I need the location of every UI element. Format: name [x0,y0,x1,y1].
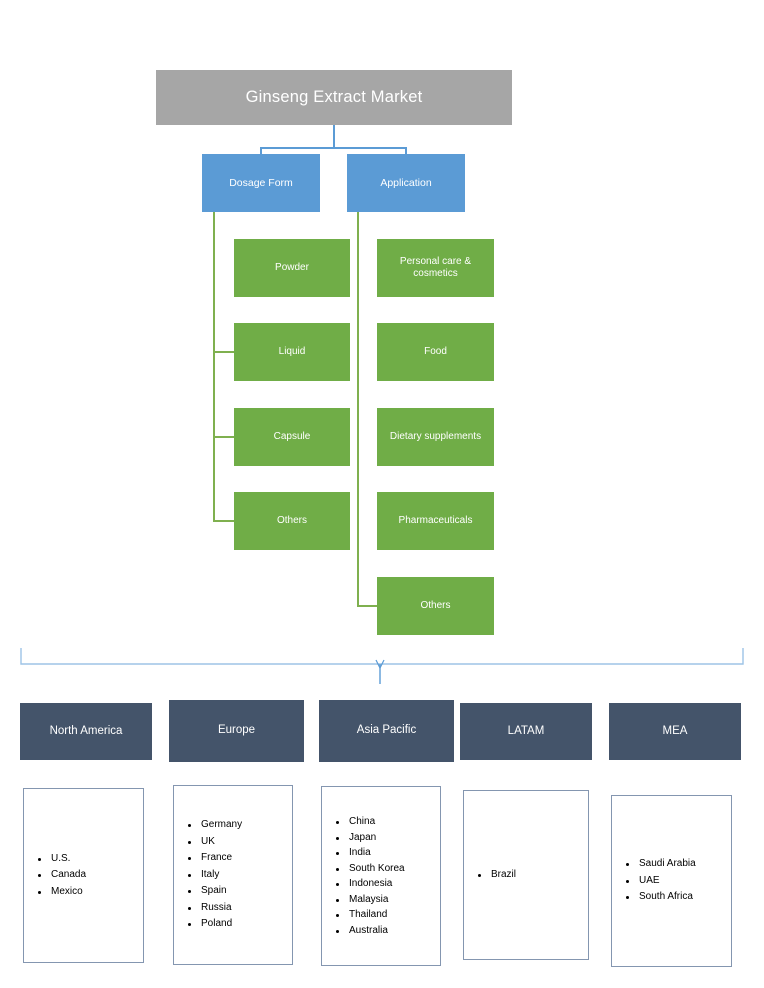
leaf-node-powder[interactable]: Powder [234,239,350,297]
leaf-label-dietary-supplements: Dietary supplements [389,431,482,443]
leaf-node-personal-care-cosmetics[interactable]: Personal care & cosmetics [377,239,494,297]
leaf-label-dosage-others: Others [276,515,307,527]
leaf-node-liquid[interactable]: Liquid [234,323,350,381]
category-node-dosage-form[interactable]: Dosage Form [202,154,320,212]
connector-root-horizontal [260,147,407,149]
category-label-dosage-form: Dosage Form [229,176,293,189]
country-list-item: Japan [336,830,440,846]
leaf-label-application-others: Others [420,600,451,612]
leaf-node-dosage-others[interactable]: Others [234,492,350,550]
country-list-item: Saudi Arabia [626,856,731,873]
country-list-item: UK [188,834,292,851]
country-list-item: Russia [188,900,292,917]
region-header-asia-pacific[interactable]: Asia Pacific [319,700,454,762]
region-label-asia-pacific: Asia Pacific [356,724,417,737]
leaf-label-pharmaceuticals: Pharmaceuticals [398,515,473,527]
leaf-node-pharmaceuticals[interactable]: Pharmaceuticals [377,492,494,550]
region-header-europe[interactable]: Europe [169,700,304,762]
country-list-item: Australia [336,923,440,939]
country-list-item: India [336,845,440,861]
country-list-item: Mexico [38,884,143,901]
region-label-north-america: North America [49,724,123,737]
connector-application-to-others [357,605,378,607]
connector-to-dosage-form [260,147,262,155]
region-label-mea: MEA [662,724,688,737]
region-label-latam: LATAM [507,724,545,737]
connector-dosage-form-to-liquid [213,351,234,353]
category-label-application: Application [380,176,432,189]
connector-dosage-form-to-others [213,520,234,522]
country-list-item: Thailand [336,907,440,923]
region-label-europe: Europe [217,724,256,737]
leaf-label-liquid: Liquid [278,346,306,358]
country-list-item: Indonesia [336,876,440,892]
leaf-label-food: Food [424,346,447,358]
country-list-item: Spain [188,883,292,900]
country-list-item: U.S. [38,851,143,868]
connector-dosage-form-spine [213,212,215,520]
leaf-node-application-others[interactable]: Others [377,577,494,635]
connector-application-spine [357,212,359,606]
country-list-item: Malaysia [336,892,440,908]
region-header-mea[interactable]: MEA [609,703,741,760]
country-list-items-latam: Brazil [464,867,588,884]
connector-root-stem [333,125,335,148]
country-list-item: South Africa [626,889,731,906]
country-list-latam: Brazil [463,790,589,960]
country-list-item: Italy [188,867,292,884]
country-list-item: France [188,850,292,867]
connector-dosage-form-to-capsule [213,436,234,438]
region-header-latam[interactable]: LATAM [460,703,592,760]
country-list-item: UAE [626,873,731,890]
leaf-label-capsule: Capsule [273,431,311,443]
country-list-item: Canada [38,867,143,884]
country-list-item: Germany [188,817,292,834]
leaf-node-dietary-supplements[interactable]: Dietary supplements [377,408,494,466]
country-list-item: Brazil [478,867,588,884]
leaf-node-food[interactable]: Food [377,323,494,381]
country-list-item: China [336,814,440,830]
category-node-application[interactable]: Application [347,154,465,212]
leaf-label-powder: Powder [275,262,309,274]
region-header-north-america[interactable]: North America [20,703,152,760]
root-node-label: Ginseng Extract Market [245,87,423,106]
leaf-node-capsule[interactable]: Capsule [234,408,350,466]
leaf-label-personal-care-cosmetics: Personal care & cosmetics [399,256,472,279]
country-list-item: South Korea [336,861,440,877]
connector-to-application [405,147,407,155]
root-node-ginseng-extract-market[interactable]: Ginseng Extract Market [156,70,512,125]
country-list-item: Poland [188,916,292,933]
